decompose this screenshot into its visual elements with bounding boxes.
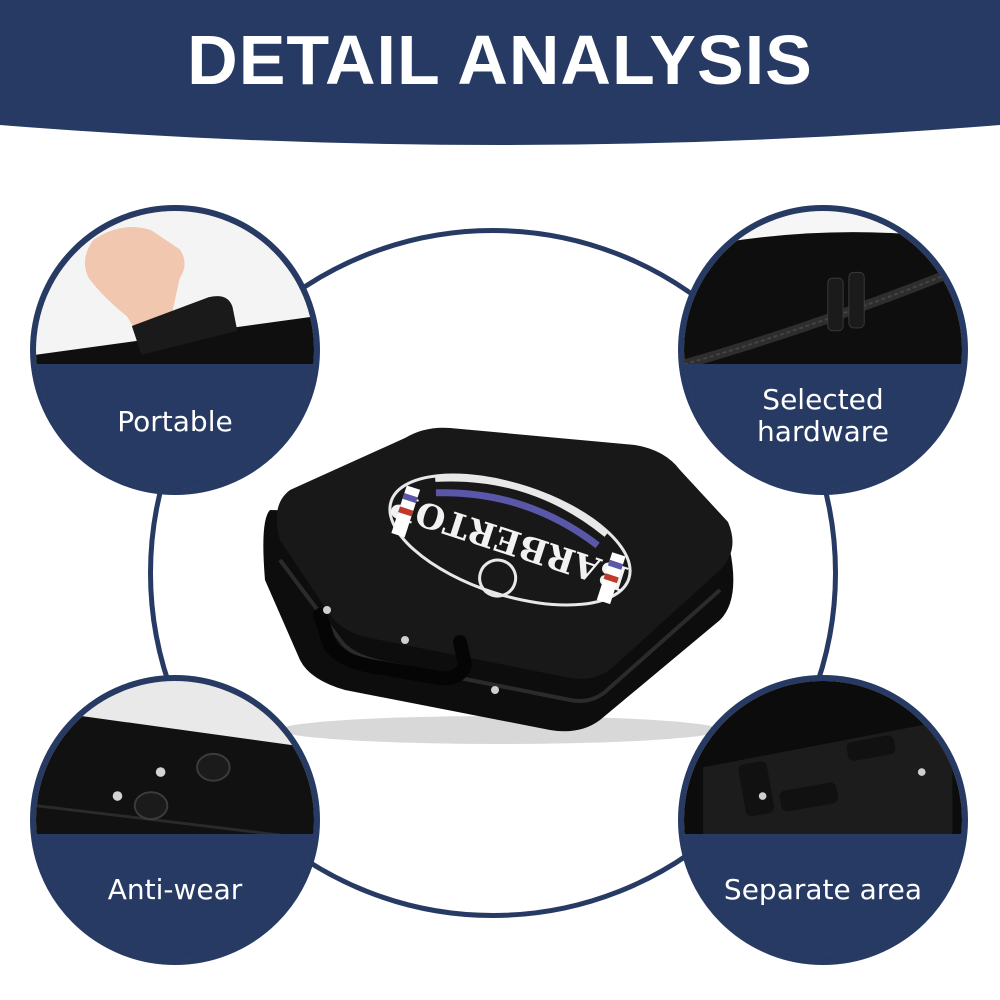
feature-label-line1: Selected [762, 382, 884, 416]
feature-label: Portable [117, 404, 233, 438]
center-ring [148, 228, 838, 918]
feature-label-line2: hardware [757, 414, 889, 448]
header-banner [0, 0, 1000, 145]
label-band: Portable [36, 363, 314, 489]
barber-bag-image: BARBERTOP [263, 427, 734, 744]
feature-portable: Portable [30, 205, 320, 495]
label-band: Separate area [684, 833, 962, 959]
feature-separate-area: Separate area [678, 675, 968, 965]
page-title: DETAIL ANALYSIS [187, 21, 813, 99]
feature-anti-wear: Anti-wear [30, 675, 320, 965]
feature-label: Anti-wear [107, 872, 243, 906]
feature-label: Separate area [723, 872, 923, 906]
label-band: Selected hardware [684, 363, 962, 489]
feature-selected-hardware: Selected hardware [678, 205, 968, 495]
label-band: Anti-wear [36, 833, 314, 959]
